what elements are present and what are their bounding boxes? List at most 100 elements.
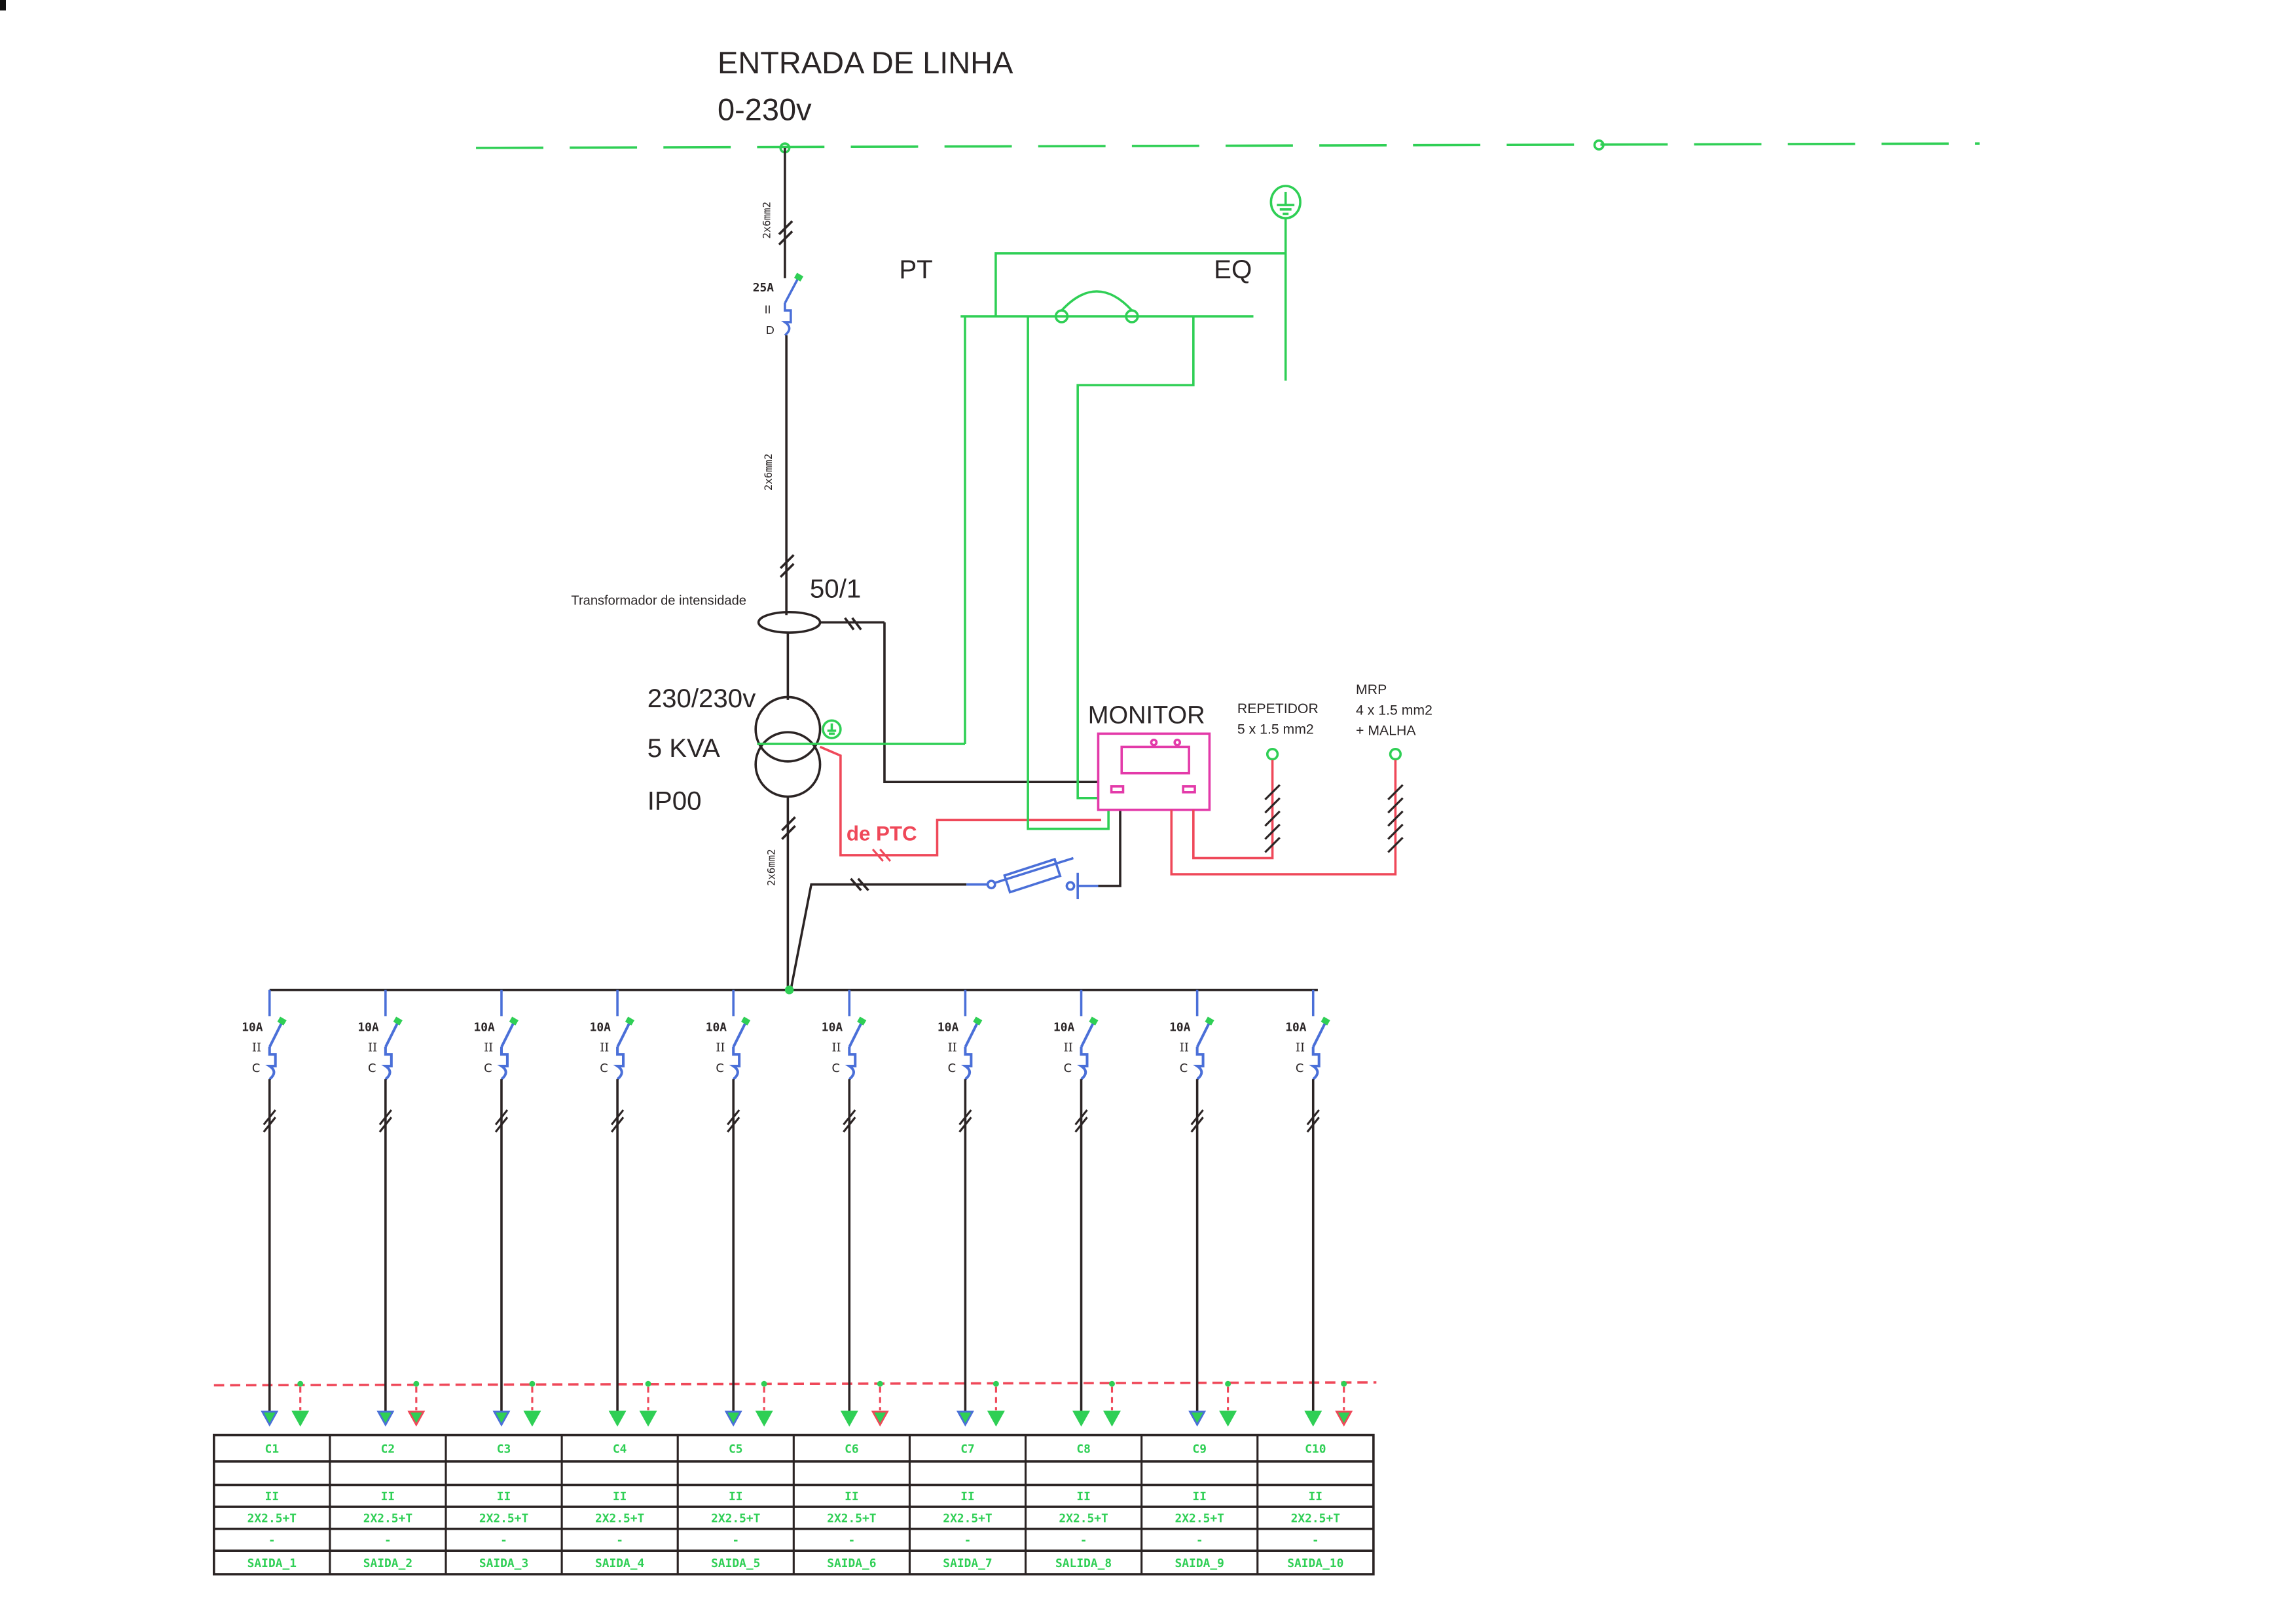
busbar-junction-node bbox=[784, 985, 794, 995]
cable-tick-icon bbox=[844, 617, 862, 631]
breaker-curve: C bbox=[484, 1061, 492, 1075]
table-cell-cable: 2X2.5+T bbox=[827, 1512, 876, 1526]
earth-to-monitor-wire-2 bbox=[1076, 316, 1195, 800]
outgoing-circuits: 10AIIC10AIIC10AIIC10AIIC10AIIC10AIIC10AI… bbox=[242, 989, 1353, 1427]
cable-tick-icon bbox=[1264, 797, 1281, 814]
breaker-curve: C bbox=[716, 1061, 723, 1075]
mrp-wire bbox=[1170, 760, 1397, 876]
cable-tick-icon bbox=[1387, 784, 1404, 801]
cable-tick-icon bbox=[1264, 837, 1281, 853]
isolation-transformer-icon bbox=[754, 695, 822, 798]
circuit-breaker-icon[interactable] bbox=[497, 1016, 519, 1080]
ct-to-monitor-wire bbox=[883, 622, 1099, 783]
table-cell-dash: - bbox=[268, 1534, 276, 1547]
cable-tick-icon bbox=[1264, 823, 1281, 840]
table-cell-dash: - bbox=[848, 1534, 856, 1547]
table-cell-cable: 2X2.5+T bbox=[363, 1512, 412, 1526]
cable-tick-icon bbox=[1074, 1109, 1088, 1126]
earth-tap-node bbox=[761, 1380, 767, 1387]
transformer-protection: IP00 bbox=[647, 786, 702, 816]
title-line2: 0-230v bbox=[718, 92, 812, 126]
breaker-rating: 10A bbox=[706, 1020, 727, 1034]
earth-output-arrow-icon bbox=[639, 1411, 657, 1427]
ptc-label: de PTC bbox=[847, 822, 917, 845]
table-cell-name: SAIDA_4 bbox=[595, 1557, 644, 1570]
table-cell-id: C5 bbox=[729, 1442, 743, 1456]
circuit-output-arrow-icon bbox=[492, 1411, 511, 1427]
breaker-poles: II bbox=[831, 1041, 841, 1055]
earth-collector-line bbox=[213, 1381, 1377, 1387]
circuit-breaker-icon[interactable] bbox=[960, 1016, 983, 1080]
table-cell-poles_tbl: II bbox=[729, 1490, 743, 1504]
circuit-breaker-icon[interactable] bbox=[1076, 1016, 1099, 1080]
cable-tick-icon bbox=[781, 816, 796, 840]
cable-tick-icon bbox=[1387, 823, 1404, 840]
fuse-to-monitor-wire bbox=[1098, 809, 1121, 887]
repeater-wire bbox=[1192, 760, 1274, 860]
breaker-rating: 10A bbox=[242, 1020, 263, 1034]
table-cell-name: SAIDA_6 bbox=[827, 1557, 876, 1570]
earth-tap-node bbox=[1109, 1380, 1115, 1387]
table-cell-name: SAIDA_10 bbox=[1287, 1557, 1343, 1570]
table-cell-id: C2 bbox=[381, 1442, 395, 1456]
incoming-supply-line bbox=[476, 142, 1980, 149]
table-cell-cable: 2X2.5+T bbox=[711, 1512, 760, 1526]
breaker-curve: C bbox=[368, 1061, 376, 1075]
earth-output-arrow-icon bbox=[291, 1411, 310, 1427]
circuit-breaker-icon[interactable] bbox=[729, 1016, 751, 1080]
earth-output-arrow-icon bbox=[871, 1411, 889, 1427]
circuit-breaker-icon[interactable] bbox=[1309, 1016, 1330, 1080]
cable-tick-icon bbox=[850, 877, 869, 891]
transformer-voltage: 230/230v bbox=[647, 684, 756, 713]
monitor-label: MONITOR bbox=[1088, 702, 1205, 729]
table-cell-dash: - bbox=[1196, 1534, 1203, 1547]
repeater-title: REPETIDOR bbox=[1237, 701, 1319, 716]
earth-output-arrow-icon bbox=[1335, 1411, 1353, 1427]
earth-output-arrow-icon bbox=[407, 1411, 426, 1427]
table-cell-dash: - bbox=[1312, 1534, 1319, 1547]
earth-to-monitor-wire-1 bbox=[1027, 316, 1110, 830]
circuit-breaker-icon[interactable] bbox=[381, 1016, 403, 1080]
circuit-table: C1II2X2.5+T-SAIDA_1C2II2X2.5+T-SAIDA_2C3… bbox=[212, 1433, 1375, 1576]
circuit-output-arrow-icon bbox=[261, 1411, 279, 1427]
earth-output-arrow-icon bbox=[1219, 1411, 1237, 1427]
breaker-curve: C bbox=[831, 1061, 839, 1075]
earth-output-arrow-icon bbox=[523, 1411, 541, 1427]
circuit-breaker-icon[interactable] bbox=[265, 1016, 287, 1080]
breaker-poles: II bbox=[368, 1041, 377, 1055]
repeater-cable: 5 x 1.5 mm2 bbox=[1237, 721, 1314, 737]
earth-tap-node bbox=[1341, 1380, 1347, 1387]
table-cell-name: SAIDA_3 bbox=[479, 1557, 528, 1570]
table-cell-dash: - bbox=[500, 1534, 507, 1547]
cable-tick-icon bbox=[779, 554, 795, 578]
mrp-cable: 4 x 1.5 mm2 bbox=[1356, 702, 1432, 718]
circuit-breaker-icon[interactable] bbox=[845, 1016, 867, 1080]
cable-tick-icon bbox=[958, 1109, 972, 1126]
table-cell-dash: - bbox=[616, 1534, 623, 1547]
table-cell-cable: 2X2.5+T bbox=[1291, 1512, 1340, 1526]
earth-tap-node bbox=[413, 1380, 420, 1387]
table-cell-name: SAIDA_7 bbox=[943, 1557, 992, 1570]
table-cell-poles_tbl: II bbox=[845, 1490, 859, 1504]
table-cell-id: C10 bbox=[1305, 1442, 1326, 1456]
main-breaker-poles: II bbox=[765, 303, 771, 316]
table-cell-poles_tbl: II bbox=[497, 1490, 511, 1504]
cable-label-upper: 2x6mm2 bbox=[761, 202, 773, 239]
insulation-monitor-icon[interactable] bbox=[1097, 732, 1211, 811]
table-cell-id: C8 bbox=[1076, 1442, 1091, 1456]
breaker-poles: II bbox=[600, 1041, 609, 1055]
ct-label: Transformador de intensidade bbox=[571, 594, 746, 608]
circuit-breaker-icon[interactable] bbox=[1192, 1016, 1214, 1080]
circuit-breaker-icon[interactable] bbox=[613, 1016, 635, 1080]
earth-symbol-icon bbox=[822, 719, 842, 739]
circuit-output-arrow-icon bbox=[724, 1411, 742, 1427]
table-cell-name: SAIDA_5 bbox=[711, 1557, 760, 1570]
